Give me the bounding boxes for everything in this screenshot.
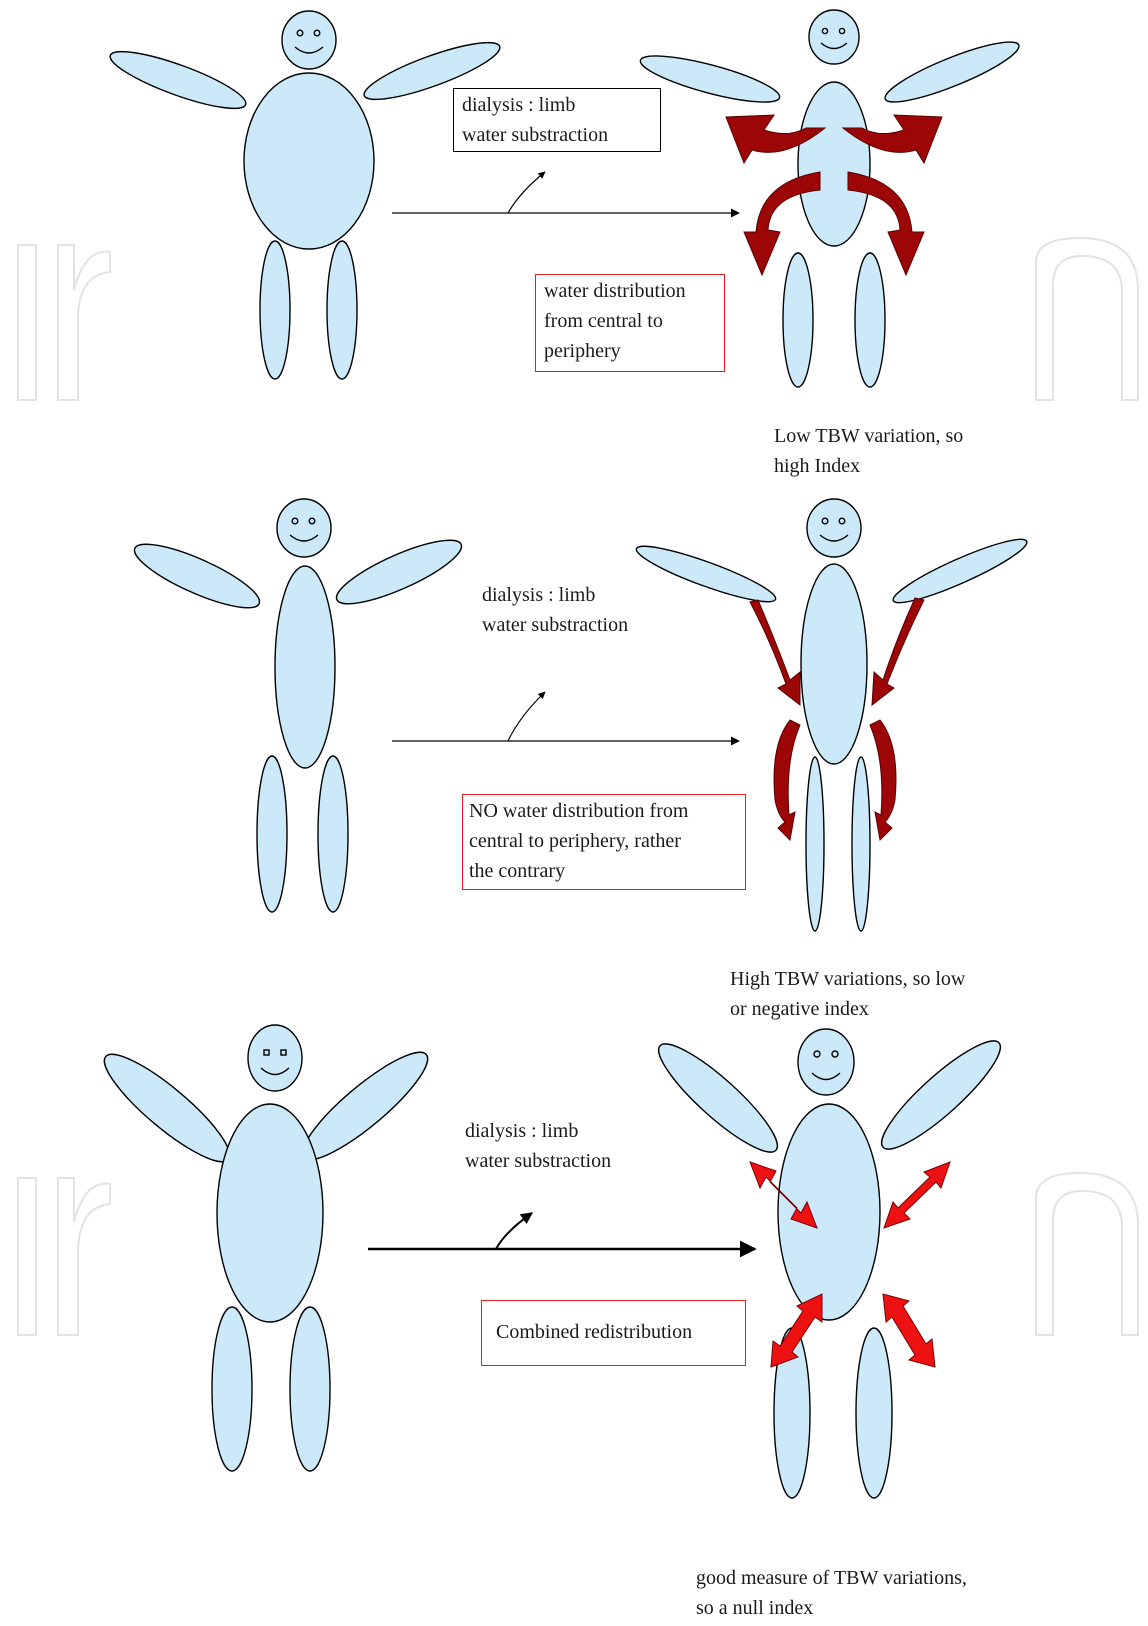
left-arm [105, 41, 251, 118]
torso [244, 73, 374, 249]
note-1: water distribution from central to perip… [536, 275, 724, 367]
left-leg [260, 241, 290, 379]
right-leg [327, 241, 357, 379]
figure-right-3 [647, 1029, 1011, 1498]
note-box-3: Combined redistribution [481, 1300, 746, 1366]
limb-label-box-1: dialysis : limb water substraction [453, 88, 661, 152]
result-3: good measure of TBW variations, so a nul… [696, 1563, 967, 1623]
note-2: NO water distribution from central to pe… [463, 795, 745, 887]
figure-left-2 [128, 499, 468, 912]
note-box-2: NO water distribution from central to pe… [462, 794, 746, 890]
figure-left-1 [105, 11, 505, 379]
head [282, 11, 336, 69]
note-3: Combined redistribution [482, 1301, 745, 1347]
result-1: Low TBW variation, so high Index [774, 421, 963, 481]
limb-label-1: dialysis : limb water substraction [454, 89, 660, 151]
note-box-1: water distribution from central to perip… [535, 274, 725, 372]
result-2: High TBW variations, so low or negative … [730, 964, 965, 1024]
limb-label-2: dialysis : limb water substraction [482, 580, 628, 640]
limb-label-3: dialysis : limb water substraction [465, 1116, 611, 1176]
